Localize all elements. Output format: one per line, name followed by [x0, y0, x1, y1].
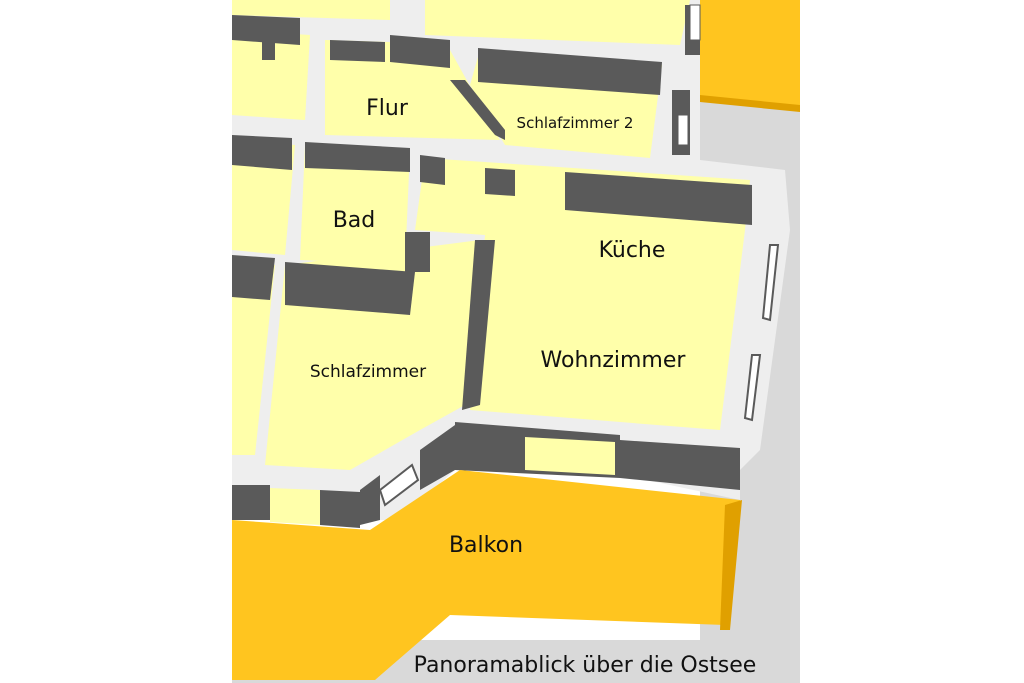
- wall-face: [285, 262, 415, 315]
- wall-face: [232, 135, 292, 170]
- wall-face: [565, 172, 752, 225]
- room-left-1: [232, 30, 310, 120]
- balcony-door: [270, 488, 320, 525]
- label-schlafzimmer: Schlafzimmer: [310, 362, 426, 382]
- wall-face: [420, 425, 455, 490]
- label-flur: Flur: [366, 96, 409, 121]
- label-kueche: Küche: [599, 238, 666, 263]
- label-wohnzimmer: Wohnzimmer: [541, 348, 687, 373]
- label-bad: Bad: [333, 208, 376, 233]
- label-balkon: Balkon: [449, 533, 523, 558]
- wall-face: [232, 485, 270, 520]
- wall-face: [262, 35, 275, 60]
- wall-face: [360, 475, 380, 525]
- room-top-middle: [425, 0, 690, 45]
- room-top-left: [232, 0, 390, 20]
- wall-face: [320, 490, 360, 528]
- wall-face: [620, 440, 740, 490]
- window: [378, 463, 420, 507]
- room-kueche-wohnzimmer: [415, 158, 750, 430]
- wall-face: [478, 48, 662, 95]
- wall-face: [450, 80, 505, 140]
- wall-face: [420, 155, 445, 185]
- window: [677, 114, 689, 146]
- window: [761, 244, 780, 322]
- balcony: [232, 470, 740, 680]
- balcony-edge: [720, 500, 742, 630]
- wall-face: [390, 35, 450, 68]
- room-left-3: [232, 260, 275, 455]
- window: [689, 4, 701, 41]
- caption: Panoramablick über die Ostsee: [414, 653, 757, 678]
- upper-balcony: [700, 0, 800, 110]
- wall-face: [405, 232, 430, 272]
- wall-face: [330, 40, 385, 62]
- upper-balcony-edge: [700, 95, 800, 112]
- window: [743, 354, 762, 422]
- room-flur: [325, 40, 500, 140]
- label-schlafzimmer-2: Schlafzimmer 2: [517, 114, 634, 132]
- wall-face: [305, 142, 410, 172]
- wall-face: [485, 168, 515, 196]
- balcony-door: [525, 437, 615, 475]
- wall-face: [232, 255, 275, 300]
- ground-area: [232, 100, 800, 683]
- room-bad: [300, 145, 410, 265]
- wall-face: [232, 15, 300, 45]
- wall-face: [462, 240, 495, 410]
